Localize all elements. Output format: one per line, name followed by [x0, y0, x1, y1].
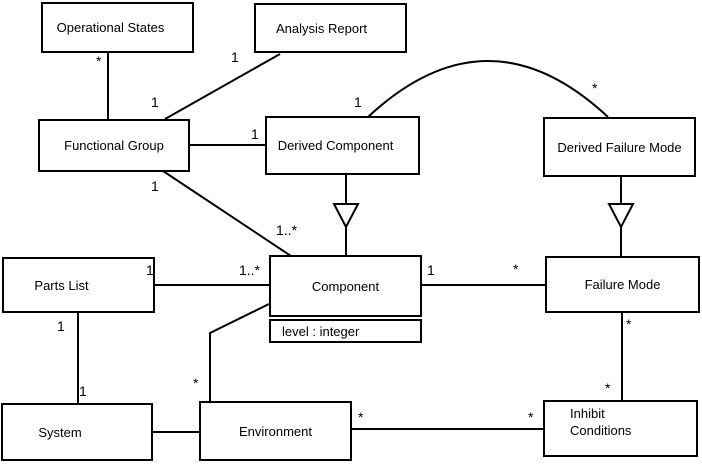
class-name: Parts List: [34, 277, 89, 293]
class-name: Analysis Report: [275, 20, 368, 36]
multiplicity-label: 1: [354, 94, 362, 110]
class-name: Functional Group: [64, 138, 164, 153]
class-box-component[interactable]: Component: [269, 255, 422, 317]
multiplicity-label: 1: [151, 178, 159, 194]
multiplicity-label: *: [626, 316, 632, 332]
class-name: System: [38, 424, 82, 440]
multiplicity-label: *: [605, 380, 611, 396]
class-box-analysis-report[interactable]: Analysis Report: [254, 3, 407, 53]
class-attribute: level : integer: [282, 323, 360, 339]
multiplicity-label: 1: [427, 262, 435, 278]
multiplicity-label: 1..*: [239, 262, 261, 278]
class-box-parts-list[interactable]: Parts List: [2, 257, 155, 313]
class-box-functional-group[interactable]: Functional Group: [38, 119, 190, 172]
multiplicity-label: *: [193, 375, 199, 391]
generalization-triangle-icon: [332, 203, 360, 230]
multiplicity-label: 1: [251, 126, 259, 142]
association-functional-group-component: [162, 170, 292, 257]
class-name: Inhibit Conditions: [570, 406, 632, 438]
multiplicity-label: *: [528, 409, 534, 425]
class-name: Failure Mode: [584, 277, 661, 292]
class-name: Component: [311, 278, 380, 294]
class-name: Derived Failure Mode: [557, 139, 682, 155]
class-box-inhibit-conditions[interactable]: Inhibit Conditions: [543, 400, 698, 457]
class-box-operational-states[interactable]: Operational States: [41, 2, 194, 53]
multiplicity-label: 1: [57, 318, 65, 334]
class-box-derived-failure-mode[interactable]: Derived Failure Mode: [543, 117, 696, 177]
multiplicity-label: *: [358, 409, 364, 425]
multiplicity-label: *: [592, 80, 598, 96]
class-box-derived-component[interactable]: Derived Component: [265, 116, 420, 175]
class-box-system[interactable]: System: [1, 403, 153, 461]
multiplicity-label: 1: [146, 262, 154, 278]
class-box-environment[interactable]: Environment: [199, 401, 352, 461]
multiplicity-label: 1: [79, 383, 87, 399]
class-attributes-component[interactable]: level : integer: [269, 319, 422, 343]
multiplicity-label: *: [96, 53, 102, 69]
association-environment-component: [209, 303, 270, 402]
class-name: Derived Component: [277, 138, 394, 153]
association-analysis-report-functional-group: [164, 53, 281, 120]
generalization-triangle-icon: [607, 203, 635, 230]
association-arc-derived-component-derived-failure-mode: [367, 60, 609, 118]
multiplicity-label: *: [513, 261, 519, 277]
class-box-failure-mode[interactable]: Failure Mode: [545, 256, 700, 313]
multiplicity-label: 1..*: [276, 222, 298, 238]
class-name: Environment: [239, 423, 312, 439]
multiplicity-label: 1: [231, 49, 239, 65]
multiplicity-label: 1: [151, 94, 159, 110]
class-name: Operational States: [56, 20, 165, 35]
